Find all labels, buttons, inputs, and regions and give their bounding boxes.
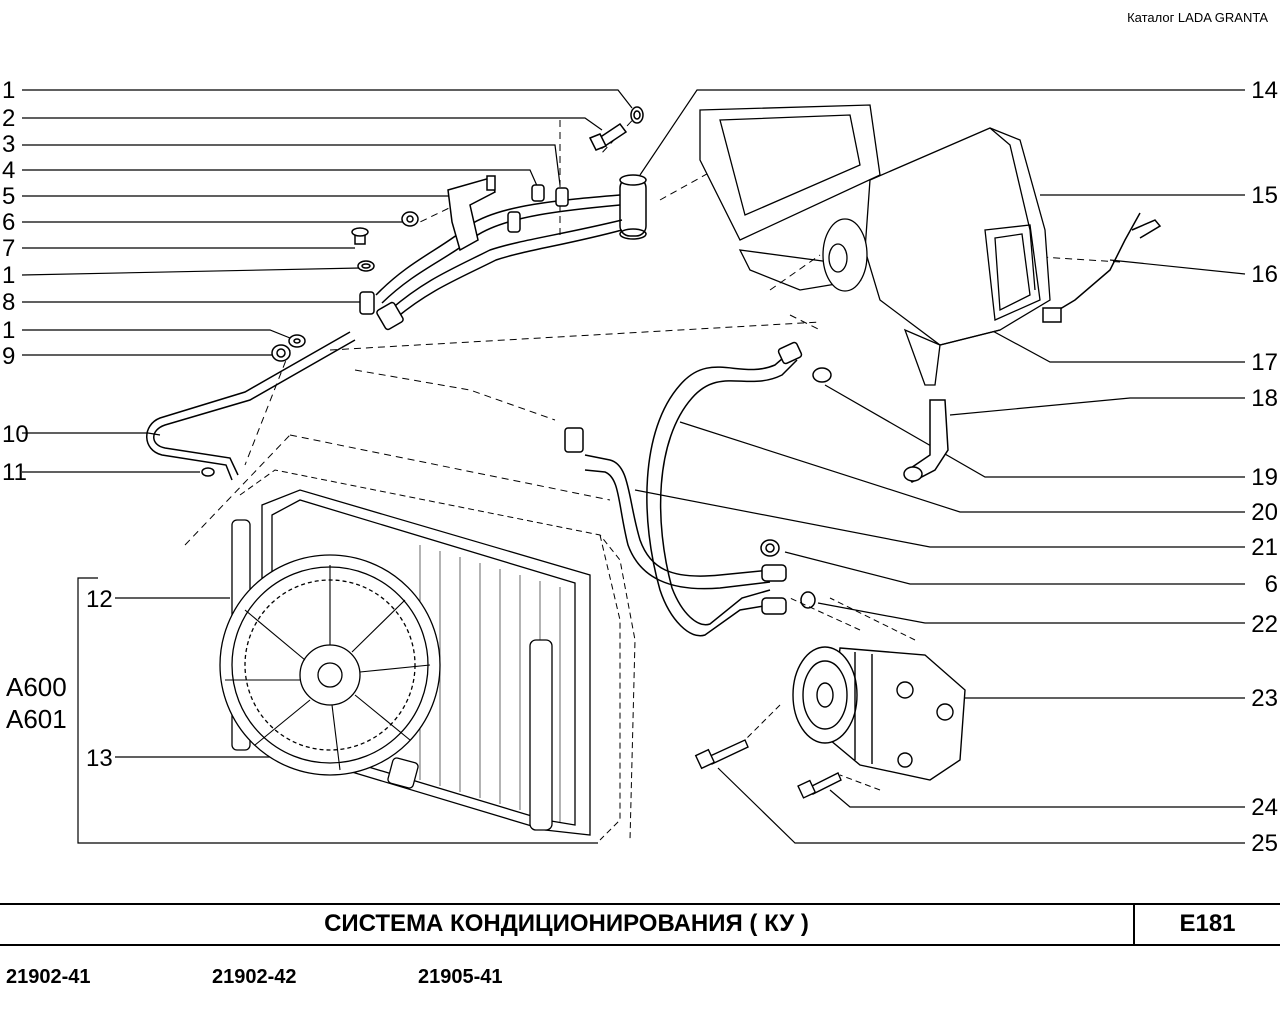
section-code: E181	[1179, 910, 1236, 937]
variant-label-a601: A601	[6, 704, 67, 734]
callout-left-8-8: 8	[2, 289, 15, 316]
callout-right-17-3: 17	[1251, 349, 1278, 376]
callout-right-22-9: 22	[1251, 611, 1278, 638]
catalog-title: Каталог LADA GRANTA	[1127, 10, 1268, 25]
hvac-unit	[699, 104, 1051, 386]
callout-left-2-1: 2	[2, 105, 15, 132]
receiver-drier	[619, 174, 647, 240]
callout-right-24-11: 24	[1251, 794, 1278, 821]
model-code-3: 21905-41	[418, 966, 503, 988]
fastener-1a	[630, 106, 644, 124]
callout-left-13-14: 13	[86, 745, 113, 772]
callout-left-10-11: 10	[2, 421, 29, 448]
callout-right-19-5: 19	[1251, 464, 1278, 491]
sensor-16	[1042, 212, 1162, 323]
callout-right-15-1: 15	[1251, 182, 1278, 209]
upper-pipes	[146, 194, 623, 481]
footer-separator	[1133, 903, 1135, 945]
leader-lines	[21, 89, 1246, 844]
callouts-right: 14 15 16 17 18 19 20 21 6 22 23 24 25	[1251, 77, 1278, 857]
callout-left-5-4: 5	[2, 183, 15, 210]
section-title: СИСТЕМА КОНДИЦИОНИРОВАНИЯ ( КУ )	[324, 910, 809, 937]
callout-left-4-3: 4	[2, 157, 15, 184]
callout-left-12-13: 12	[86, 586, 113, 613]
engine-bay-outline	[239, 469, 636, 841]
callout-left-9-10: 9	[2, 343, 15, 370]
callout-right-23-10: 23	[1251, 685, 1278, 712]
hose-ends	[761, 341, 803, 615]
callout-left-11-12: 11	[2, 459, 27, 486]
callout-left-3-2: 3	[2, 131, 15, 158]
model-code-1: 21902-41	[6, 966, 91, 988]
pipe-clamp-5	[447, 175, 496, 252]
compressor-dashed	[744, 597, 916, 791]
condenser	[219, 489, 591, 836]
callout-right-14-0: 14	[1251, 77, 1278, 104]
callout-left-1-0: 1	[2, 77, 15, 104]
callout-left-1-7: 1	[2, 262, 15, 289]
callout-right-18-4: 18	[1251, 385, 1278, 412]
callout-right-25-12: 25	[1251, 830, 1278, 857]
callout-right-21-7: 21	[1251, 534, 1278, 561]
callout-left-7-6: 7	[2, 235, 15, 262]
footer-bottom-rule	[0, 944, 1280, 946]
drain-tube-18	[903, 399, 949, 483]
hoses	[584, 351, 798, 637]
callout-right-20-6: 20	[1251, 499, 1278, 526]
fittings	[359, 184, 584, 453]
callout-left-6-5: 6	[2, 209, 15, 236]
model-code-2: 21902-42	[212, 966, 297, 988]
variant-label-a600: A600	[6, 672, 67, 702]
bolt-2	[588, 122, 628, 151]
footer-top-rule	[0, 903, 1280, 905]
callout-left-1-9: 1	[2, 317, 15, 344]
compressor	[792, 646, 966, 781]
callout-right-6-8: 6	[1265, 571, 1278, 598]
bolts-24-25	[694, 739, 842, 799]
callout-right-16-2: 16	[1251, 261, 1278, 288]
nuts-and-rings	[201, 211, 832, 609]
